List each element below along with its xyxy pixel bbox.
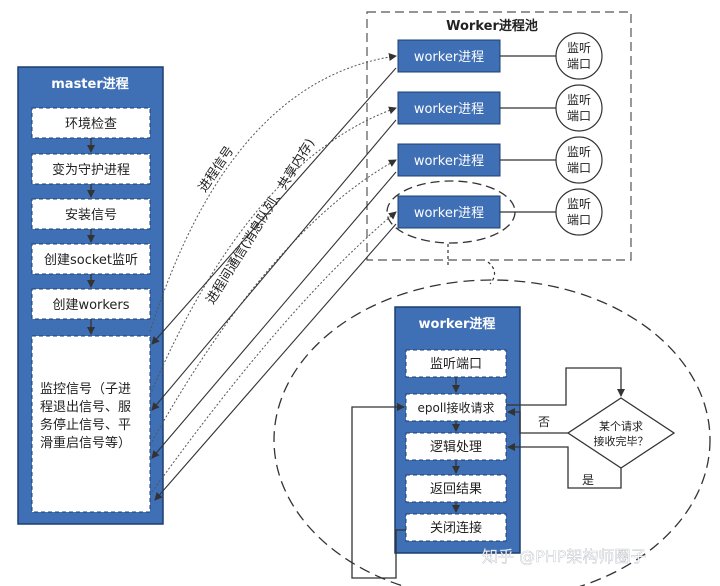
- watermark: 知乎 @PHP架构师圈子: [482, 547, 646, 566]
- master-step: 创建socket监听: [44, 253, 138, 268]
- worker-port-links: [500, 55, 556, 213]
- listen-port-circle: [555, 136, 603, 184]
- detail-step: epoll接收请求: [417, 400, 494, 415]
- detail-step: 关闭连接: [430, 520, 482, 536]
- listen-port-label: 监听: [567, 41, 591, 55]
- signal-label: 进程信号: [196, 144, 238, 196]
- decision-diamond: [566, 397, 676, 469]
- detail-step: 返回结果: [430, 482, 482, 497]
- master-step-box: [31, 153, 151, 185]
- detail-step-box: [405, 393, 507, 422]
- detail-step-box: [405, 474, 507, 503]
- zoom-connector: [487, 261, 496, 285]
- listen-port-label: 监听: [567, 145, 591, 159]
- monitor-line: 程退出信号、服: [40, 400, 131, 415]
- listen-port-label: 端口: [567, 161, 591, 175]
- listen-port-circle: [555, 84, 603, 132]
- worker-box: [397, 39, 501, 73]
- worker-label: worker进程: [414, 206, 484, 221]
- worker-label: worker进程: [414, 102, 484, 117]
- loop-back-arrow: [351, 403, 406, 579]
- master-step-box: [31, 107, 151, 139]
- listen-port-circle: [555, 188, 603, 236]
- detail-step-box: [405, 349, 507, 378]
- worker-box: [397, 195, 501, 229]
- master-step-box: [31, 288, 151, 320]
- decision-yes-arrow: [507, 443, 622, 489]
- worker-pool-title: Worker进程池: [446, 18, 538, 34]
- ipc-arrows: [151, 67, 397, 501]
- worker-label: worker进程: [414, 50, 484, 65]
- master-step-box: [31, 198, 151, 230]
- monitor-line: 监控信号（子进: [40, 382, 131, 397]
- listen-port-circle: [555, 32, 603, 80]
- worker-label: worker进程: [414, 154, 484, 169]
- worker-pool: Worker进程池 worker进程 worker进程 worker进程 wor…: [366, 11, 632, 261]
- listen-port-label: 监听: [567, 93, 591, 107]
- monitor-line: 滑重启信号等）: [40, 435, 131, 451]
- listen-port-label: 端口: [567, 213, 591, 227]
- listen-port-label: 端口: [567, 109, 591, 123]
- epoll-to-decision-arrow: [506, 367, 625, 406]
- master-step: 创建workers: [52, 298, 129, 313]
- monitor-signal-box: [31, 335, 151, 513]
- worker-box: [397, 143, 501, 177]
- decision-no-arrow: [507, 408, 568, 434]
- decision-label: 接收完毕？: [594, 434, 649, 448]
- worker-detail-zoom-circle: [273, 279, 711, 586]
- master-step: 环境检查: [65, 117, 117, 132]
- worker-detail: worker进程 监听端口 epoll接收请求 逻辑处理 返回结果 关闭连接: [394, 306, 521, 554]
- master-step: 变为守护进程: [52, 162, 130, 178]
- worker-pool-border: [366, 11, 632, 261]
- decision-no-label: 否: [538, 415, 550, 429]
- detail-step-box: [405, 513, 507, 542]
- worker-box: [397, 91, 501, 125]
- detail-step: 监听端口: [430, 357, 482, 372]
- master-step: 安装信号: [65, 208, 117, 223]
- detail-step: 逻辑处理: [430, 440, 482, 455]
- decision-label: 某个请求: [599, 420, 643, 433]
- listen-port-label: 监听: [567, 197, 591, 211]
- monitor-line: 务停止信号、平: [40, 417, 131, 433]
- master-process: master进程 环境检查 变为守护进程 安装信号 创建socket监听 创建w…: [17, 66, 164, 525]
- master-title: master进程: [51, 77, 129, 92]
- decision-yes-label: 是: [582, 473, 594, 487]
- worker-detail-title: worker进程: [419, 317, 496, 332]
- listen-port-label: 端口: [567, 57, 591, 71]
- signal-arrows: [149, 53, 397, 493]
